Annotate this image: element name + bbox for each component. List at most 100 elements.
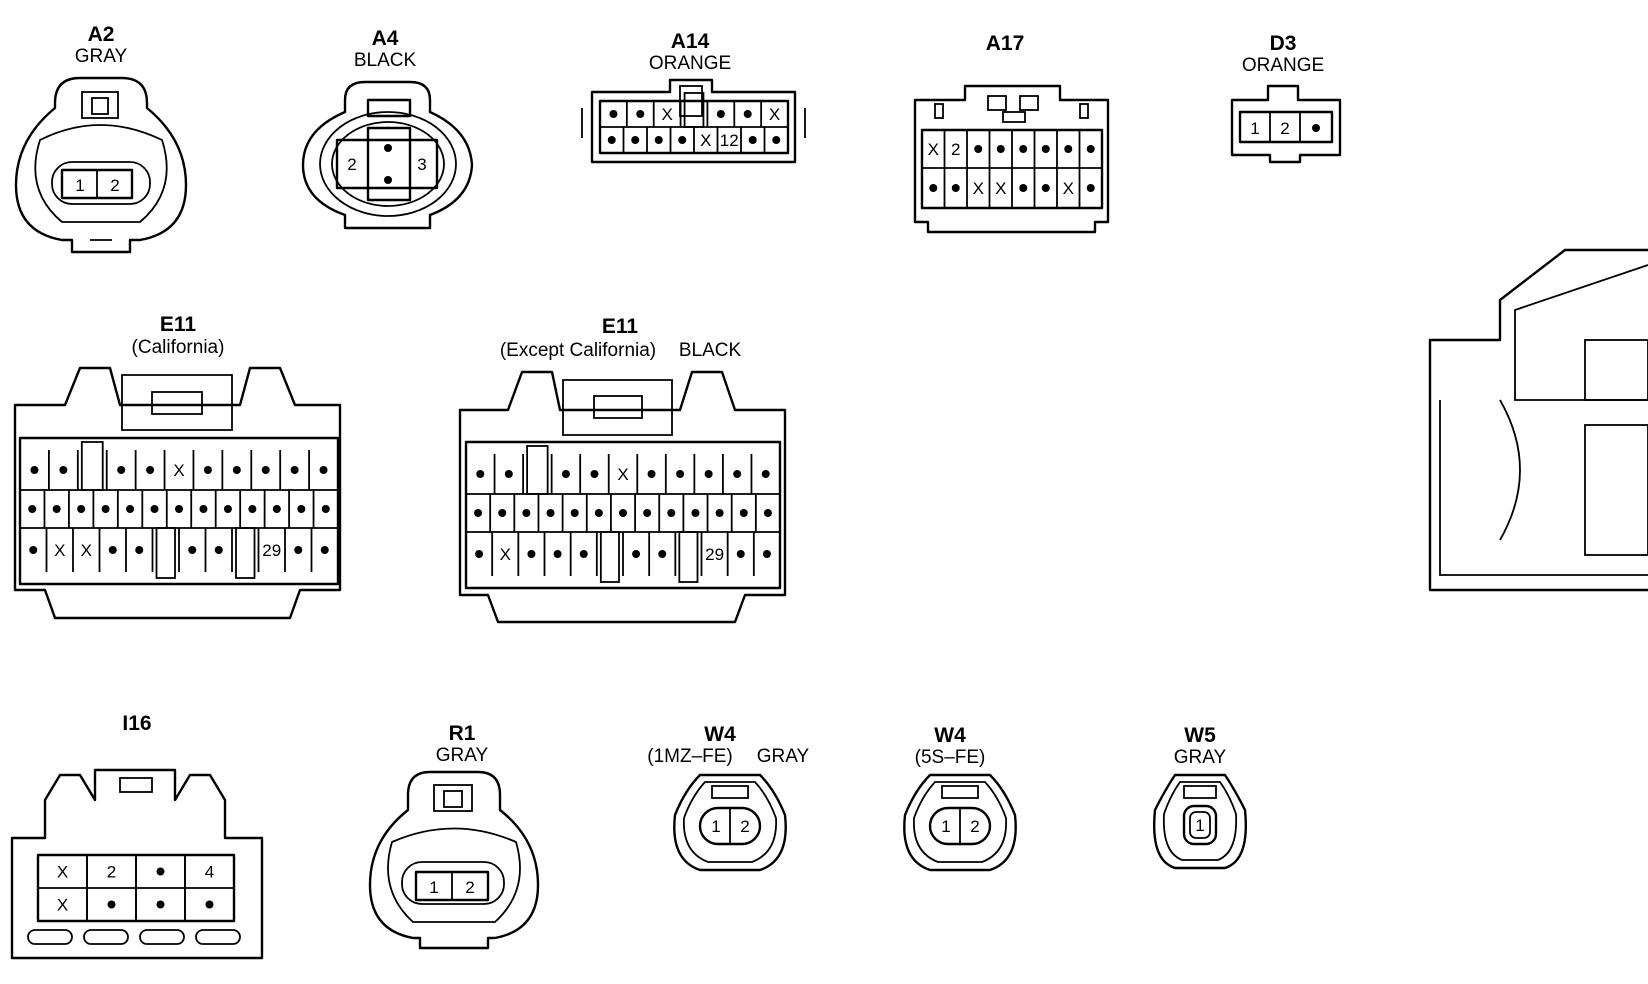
pin-label: 2 <box>107 863 116 882</box>
pin-dot <box>929 184 938 192</box>
pin-dot <box>647 470 656 478</box>
pin-dot <box>676 470 685 478</box>
pin-slot <box>80 441 104 491</box>
pin-dot <box>199 505 208 513</box>
connector-a14-title: A14 <box>670 30 710 53</box>
pin-dot <box>632 550 641 558</box>
pin-dot <box>29 546 38 554</box>
pin-dot <box>636 110 645 118</box>
connector-e11-cal-variant: (California) <box>131 337 225 358</box>
connector-a2-title: A2 <box>87 23 115 46</box>
pin-dot <box>248 505 257 513</box>
pin-dot <box>974 145 983 153</box>
pin-dot <box>1086 184 1095 192</box>
pin-dot <box>297 505 306 513</box>
pin-label: X <box>661 105 672 124</box>
connector-w5-title: W5 <box>1184 724 1216 747</box>
connector-a2-color: GRAY <box>74 46 128 67</box>
pin-dot <box>691 509 700 517</box>
pin-dot <box>761 470 770 478</box>
pin-label: 4 <box>205 863 214 882</box>
pin-dot <box>570 509 579 517</box>
pin-dot <box>704 470 713 478</box>
pin-dot <box>30 466 39 474</box>
pin-dot <box>320 546 329 554</box>
connector-i16-title: I16 <box>122 712 152 735</box>
pin-label: 2 <box>951 140 960 159</box>
pin-label: 2 <box>465 878 474 897</box>
pin-dot <box>763 509 772 517</box>
pin-label: 29 <box>705 545 724 564</box>
pin-dot <box>188 546 197 554</box>
pin-dot <box>579 550 588 558</box>
pin-label: 2 <box>347 155 356 174</box>
pin-label: 12 <box>720 131 739 150</box>
pin-dot <box>609 110 618 118</box>
pin-dot <box>175 505 183 513</box>
pin-dot <box>748 136 757 144</box>
pin-label: 1 <box>75 176 84 195</box>
pin-dot <box>743 110 752 118</box>
pin-dot <box>739 509 748 517</box>
pin-dot <box>205 900 214 909</box>
pin-label: 1 <box>1195 816 1204 835</box>
pin-label: X <box>973 179 984 198</box>
pin-dot <box>156 867 165 876</box>
connector-a4-title: A4 <box>371 27 399 50</box>
pin-dot <box>619 509 627 517</box>
pin-dot <box>117 466 126 474</box>
pin-dot <box>146 466 155 474</box>
pin-dot <box>522 509 531 517</box>
pin-label: X <box>500 545 511 564</box>
pin-label: 2 <box>110 176 119 195</box>
pin-label: X <box>617 465 628 484</box>
pin-slot <box>155 527 176 579</box>
pin-dot <box>321 505 330 513</box>
connector-w4-1mz-color: GRAY <box>756 746 810 767</box>
pin-label: X <box>700 131 711 150</box>
pin-dot <box>52 505 61 513</box>
pin-dot <box>476 470 485 478</box>
pin-dot <box>631 136 640 144</box>
pin-label: 1 <box>711 817 720 836</box>
pin-dot <box>1041 184 1050 192</box>
pin-dot <box>150 505 159 513</box>
pin-dot <box>527 550 536 558</box>
pin-label: 2 <box>970 817 979 836</box>
pin-dot <box>667 509 676 517</box>
connector-e11-exc-color: BLACK <box>678 340 742 361</box>
pin-dot <box>590 470 599 478</box>
pin-dot <box>658 550 667 558</box>
pin-label: X <box>769 105 780 124</box>
pin-slot <box>678 531 699 583</box>
connector-w4-5s-variant: (5S–FE) <box>914 747 986 768</box>
pin-dot <box>135 546 144 554</box>
pin-dot <box>156 900 165 909</box>
pin-dot <box>319 466 328 474</box>
pin-dot <box>716 110 725 118</box>
pin-label: X <box>57 896 68 915</box>
pin-dot <box>762 550 771 558</box>
pin-dot <box>474 509 483 517</box>
pin-dot <box>108 546 117 554</box>
pin-dot <box>107 900 116 909</box>
pin-dot <box>715 509 724 517</box>
pin-dot <box>59 466 68 474</box>
pin-dot <box>203 466 212 474</box>
pin-dot <box>232 466 241 474</box>
connector-a17-title: A17 <box>985 32 1025 55</box>
connector-d3-color: ORANGE <box>1241 55 1325 76</box>
pin-label: X <box>928 140 939 159</box>
pin-dot <box>546 509 555 517</box>
